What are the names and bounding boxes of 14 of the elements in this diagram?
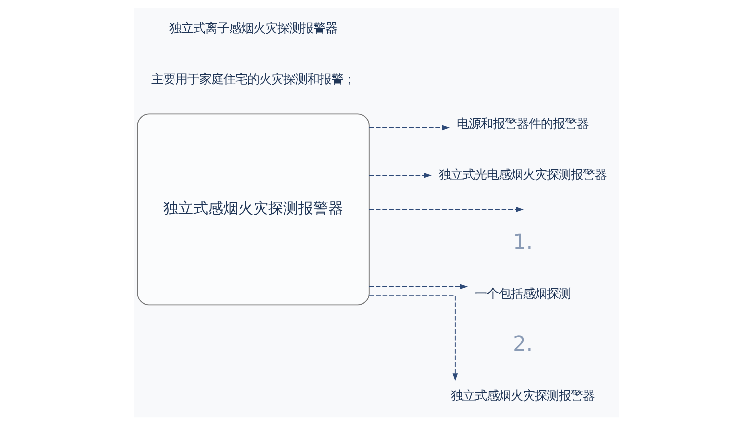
arrow [368, 207, 524, 212]
node-text: 独立式感烟火灾探测报警器 [450, 389, 595, 404]
arrow [368, 284, 468, 290]
arrow [368, 173, 432, 178]
node-text: 主要用于家庭住宅的火灾探测和报警； [151, 72, 356, 86]
node-text: 电源和报警器件的报警器 [456, 116, 589, 131]
arrow [368, 125, 450, 131]
node-text: 一个包括感烟探测 [474, 286, 571, 301]
arrow [368, 296, 458, 382]
label: 2. [512, 332, 532, 356]
label: 1. [512, 230, 532, 254]
node-text: 独立式离子感烟火灾探测报警器 [169, 21, 338, 36]
node-text: 独立式光电感烟火灾探测报警器 [438, 168, 607, 182]
node-box: 独立式感烟火灾探测报警器 [136, 114, 370, 306]
